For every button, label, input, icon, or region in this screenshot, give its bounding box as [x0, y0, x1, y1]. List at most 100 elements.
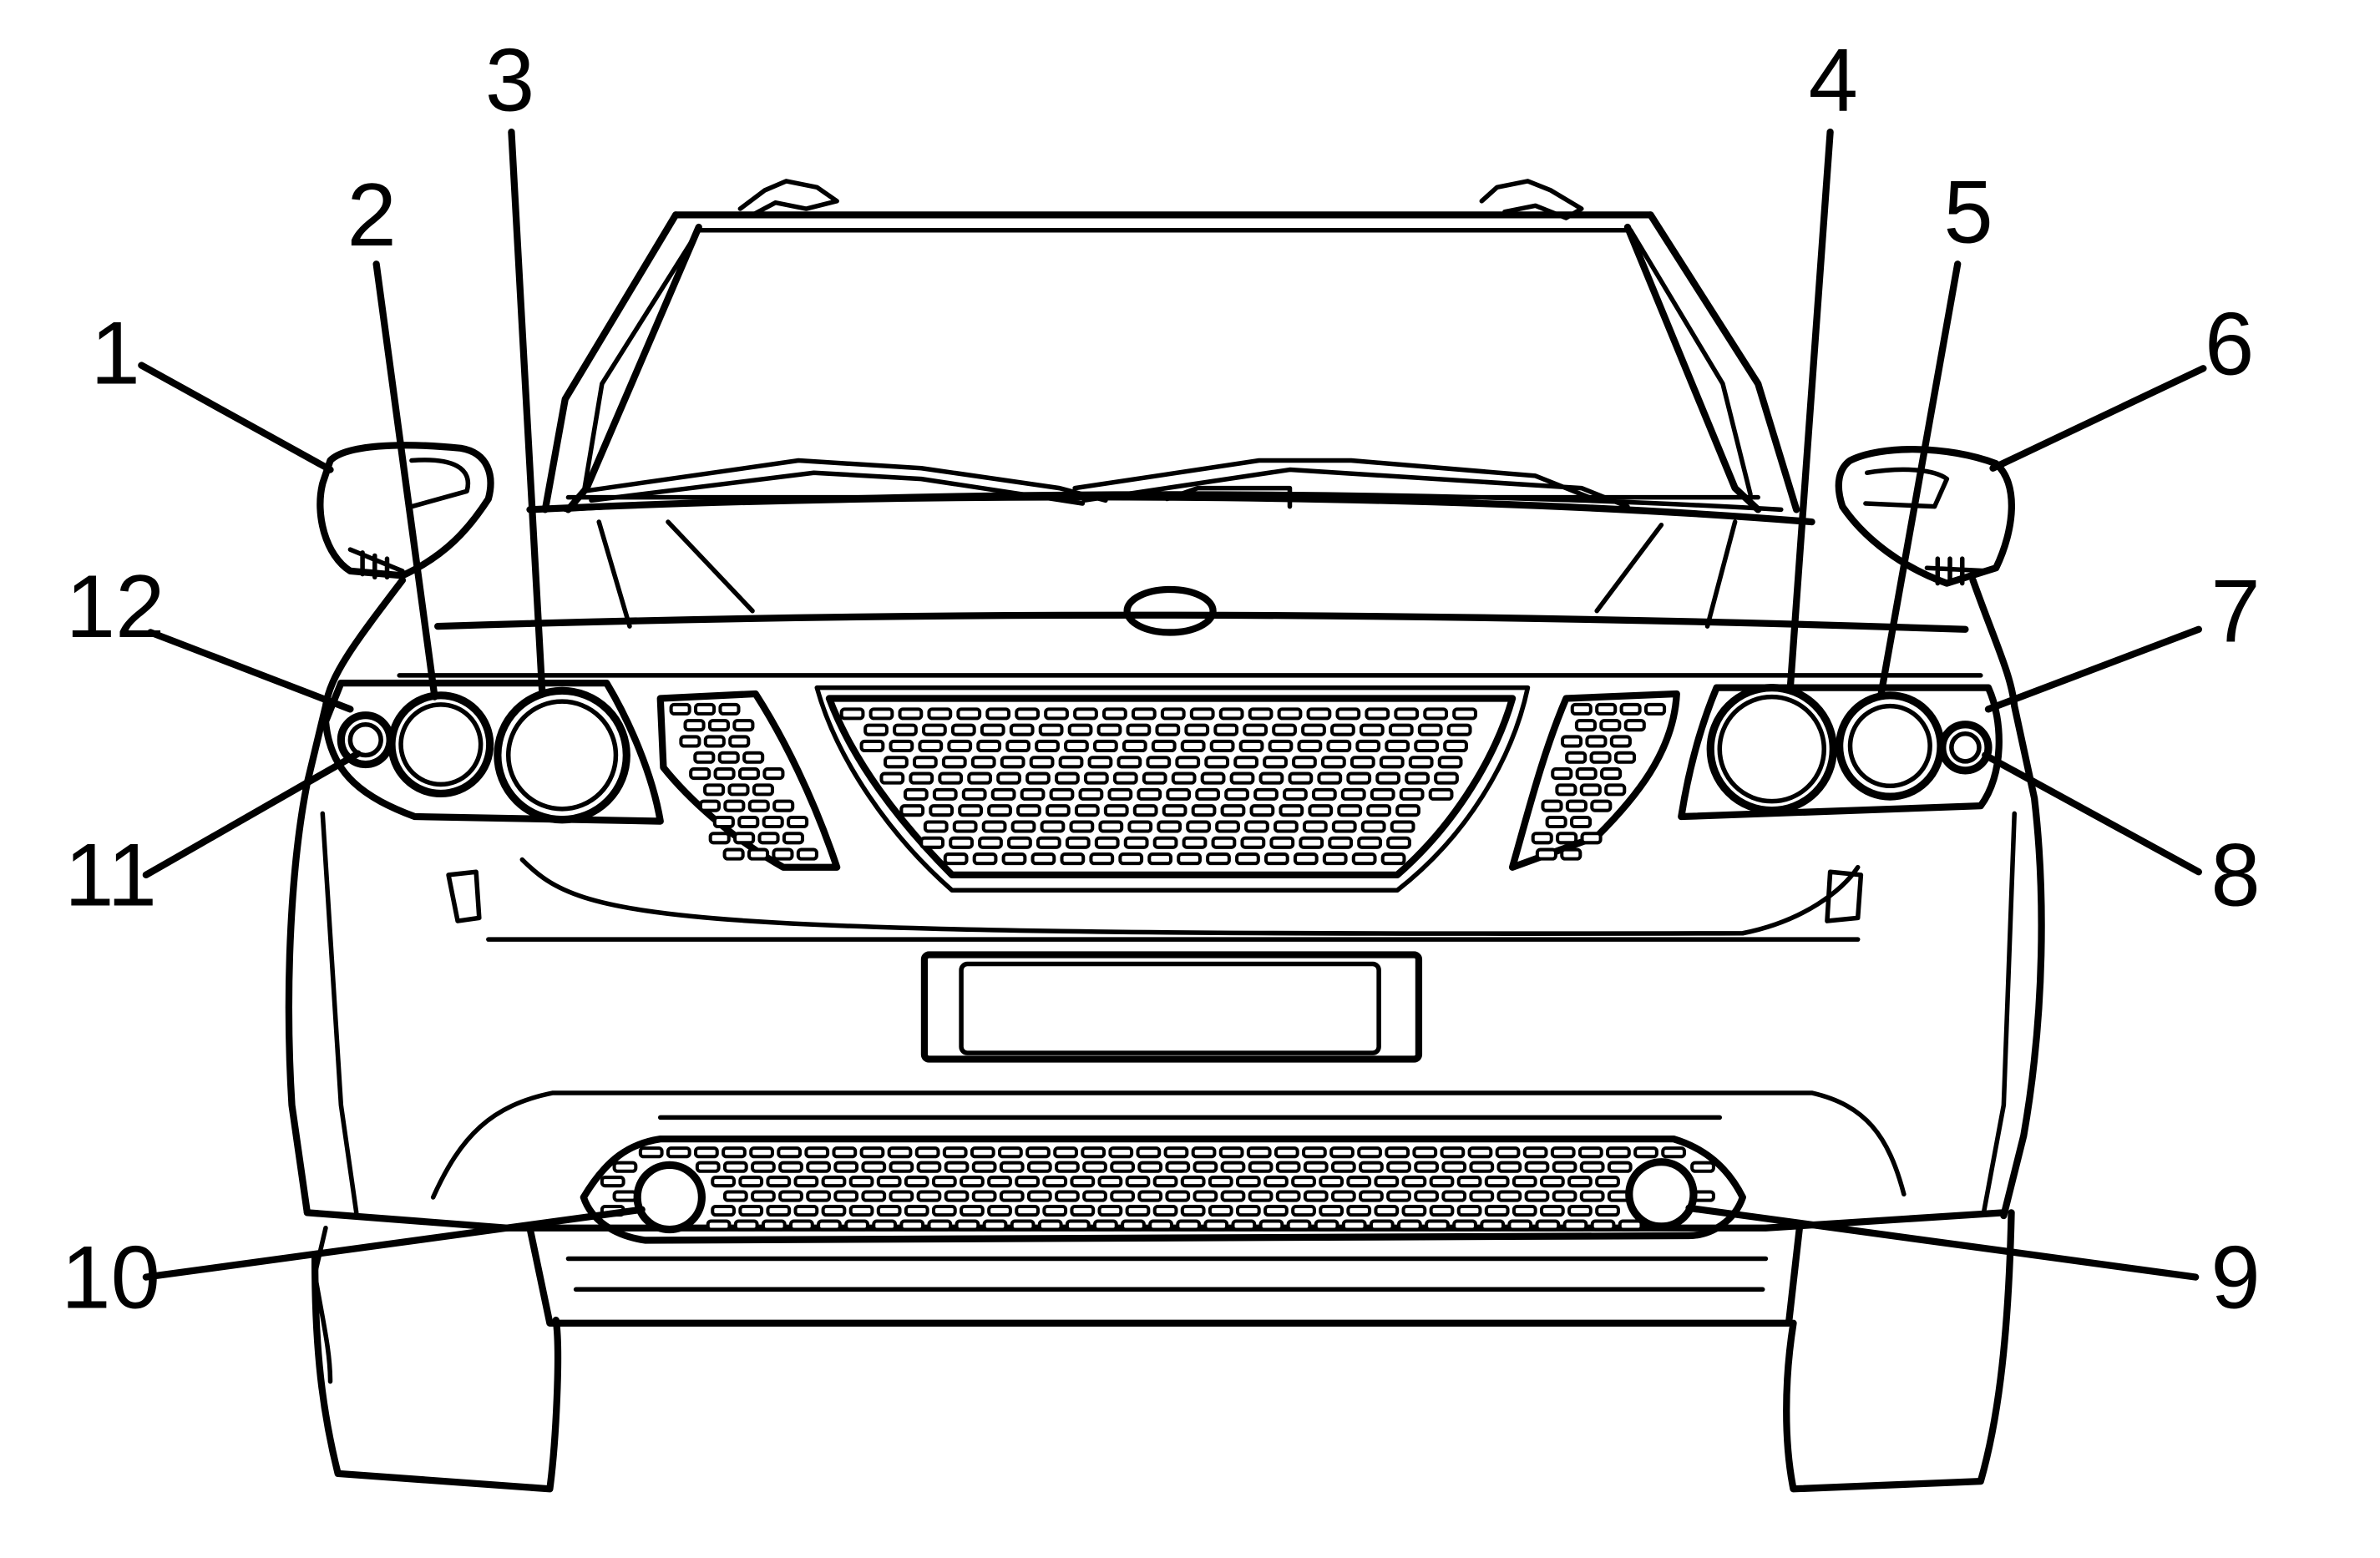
grille-cell — [1102, 707, 1127, 721]
lower-grille-cell — [1467, 1146, 1493, 1159]
grille-cell — [990, 787, 1016, 801]
lower-grille-cell — [1590, 1219, 1616, 1232]
grille-cell — [1155, 723, 1181, 736]
grille-cell — [1258, 771, 1284, 785]
grille-cell — [918, 739, 944, 753]
grille-cell — [1570, 702, 1593, 716]
lower-grille-cell — [1567, 1204, 1593, 1217]
grille-cell — [1370, 787, 1395, 801]
grille-cell — [1146, 756, 1172, 769]
grille-cell — [1388, 723, 1414, 736]
grille-cell — [927, 707, 953, 721]
lower-grille-cell — [931, 1204, 957, 1217]
grille-cell — [1189, 707, 1215, 721]
lower-grille-cell — [1291, 1176, 1316, 1188]
grille-cell — [1390, 820, 1415, 833]
grille-cell — [1000, 756, 1025, 769]
lower-grille-cell — [1346, 1176, 1372, 1188]
lower-grille-cell — [1231, 1219, 1257, 1232]
lower-grille-cell — [1441, 1161, 1467, 1173]
lower-grille-cell — [1110, 1161, 1136, 1173]
grille-cell — [1036, 836, 1061, 849]
grille-cell — [893, 723, 918, 736]
grille-cell — [1067, 723, 1093, 736]
grille-cell — [1009, 723, 1035, 736]
grille-cell — [1184, 723, 1210, 736]
grille-cell — [1089, 852, 1115, 866]
lower-grille-outline — [580, 1135, 1746, 1244]
leader-2 — [372, 261, 438, 701]
lower-grille-cell — [1053, 1146, 1078, 1159]
lower-grille-cell — [1097, 1204, 1123, 1217]
lower-grille-cell — [1136, 1146, 1162, 1159]
grille-cell — [1171, 771, 1197, 785]
grille-cell — [976, 739, 1002, 753]
lower-grille-cell — [899, 1219, 925, 1232]
lower-grille-cell — [1440, 1146, 1466, 1159]
lower-grille-cell — [722, 1190, 748, 1202]
lower-grille-cell — [1026, 1161, 1052, 1173]
grille-cell — [1359, 723, 1385, 736]
right-side-marker-lamp — [1938, 721, 1993, 775]
lower-grille-cell — [876, 1176, 902, 1188]
grille-cell — [712, 815, 735, 829]
grille-cell — [972, 852, 998, 866]
right-mirror — [1835, 446, 2015, 587]
lower-grille-cell — [927, 1219, 953, 1232]
grille-cell — [1263, 756, 1288, 769]
lower-grille-cell — [1414, 1161, 1440, 1173]
grille-cell — [981, 820, 1007, 833]
grille-cell — [722, 847, 745, 861]
lower-grille-cell — [1441, 1190, 1467, 1202]
grille-cell — [1248, 707, 1274, 721]
lower-grille-cell — [1507, 1219, 1533, 1232]
grille-cell — [1175, 756, 1201, 769]
grille-cell — [1574, 719, 1597, 732]
callout-10: 10 — [61, 1227, 160, 1327]
lower-grille-cell — [612, 1190, 638, 1202]
lower-grille-cell — [1512, 1176, 1537, 1188]
grille-cell — [1580, 832, 1603, 845]
grille-cell — [772, 847, 794, 861]
grille-cell — [889, 739, 914, 753]
lower-grille-cell — [1374, 1204, 1400, 1217]
leader-3 — [508, 128, 546, 695]
lower-grille-cell — [804, 1146, 830, 1159]
lower-grille-cell — [1607, 1161, 1633, 1173]
grille-cell — [1180, 739, 1206, 753]
lower-grille-cell — [1015, 1176, 1041, 1188]
grille-cell — [1107, 787, 1133, 801]
lower-grille-cell — [1330, 1161, 1356, 1173]
grille-cell — [919, 836, 945, 849]
grille-cell — [950, 723, 976, 736]
grille-cell — [698, 799, 721, 812]
grille-cell — [787, 815, 809, 829]
grille-cell — [1044, 707, 1069, 721]
grille-cell — [1204, 756, 1230, 769]
lower-grille-cell — [987, 1176, 1012, 1188]
lower-grille-cell — [1535, 1219, 1561, 1232]
grille-cell — [1244, 820, 1269, 833]
grille-cell — [669, 702, 691, 716]
grille-cell — [1211, 836, 1237, 849]
grille-cell — [1297, 739, 1323, 753]
right-low-beam-lamp — [1836, 691, 1945, 801]
grille-cell — [1560, 847, 1582, 861]
lower-grille-cell — [1456, 1176, 1482, 1188]
lower-grille-cell — [1037, 1219, 1063, 1232]
callout-labels: 1 2 3 4 5 6 7 8 9 10 11 12 — [61, 29, 2260, 1327]
grille-cell — [1446, 723, 1472, 736]
lower-grille-cell — [1218, 1146, 1244, 1159]
lower-grille-cell — [1152, 1176, 1178, 1188]
lower-grille-cell — [1026, 1190, 1052, 1202]
lower-grille-cell — [751, 1190, 776, 1202]
lower-grille-cell — [1319, 1176, 1344, 1188]
lower-grille-cell — [1055, 1190, 1080, 1202]
grille-cell — [1243, 723, 1268, 736]
lower-grille-cell — [876, 1204, 902, 1217]
callout-3: 3 — [485, 29, 534, 129]
lower-grille-cell — [999, 1190, 1025, 1202]
grille-cell — [796, 847, 818, 861]
grille-cell — [1060, 852, 1086, 866]
lower-grille-cell — [1618, 1219, 1643, 1232]
